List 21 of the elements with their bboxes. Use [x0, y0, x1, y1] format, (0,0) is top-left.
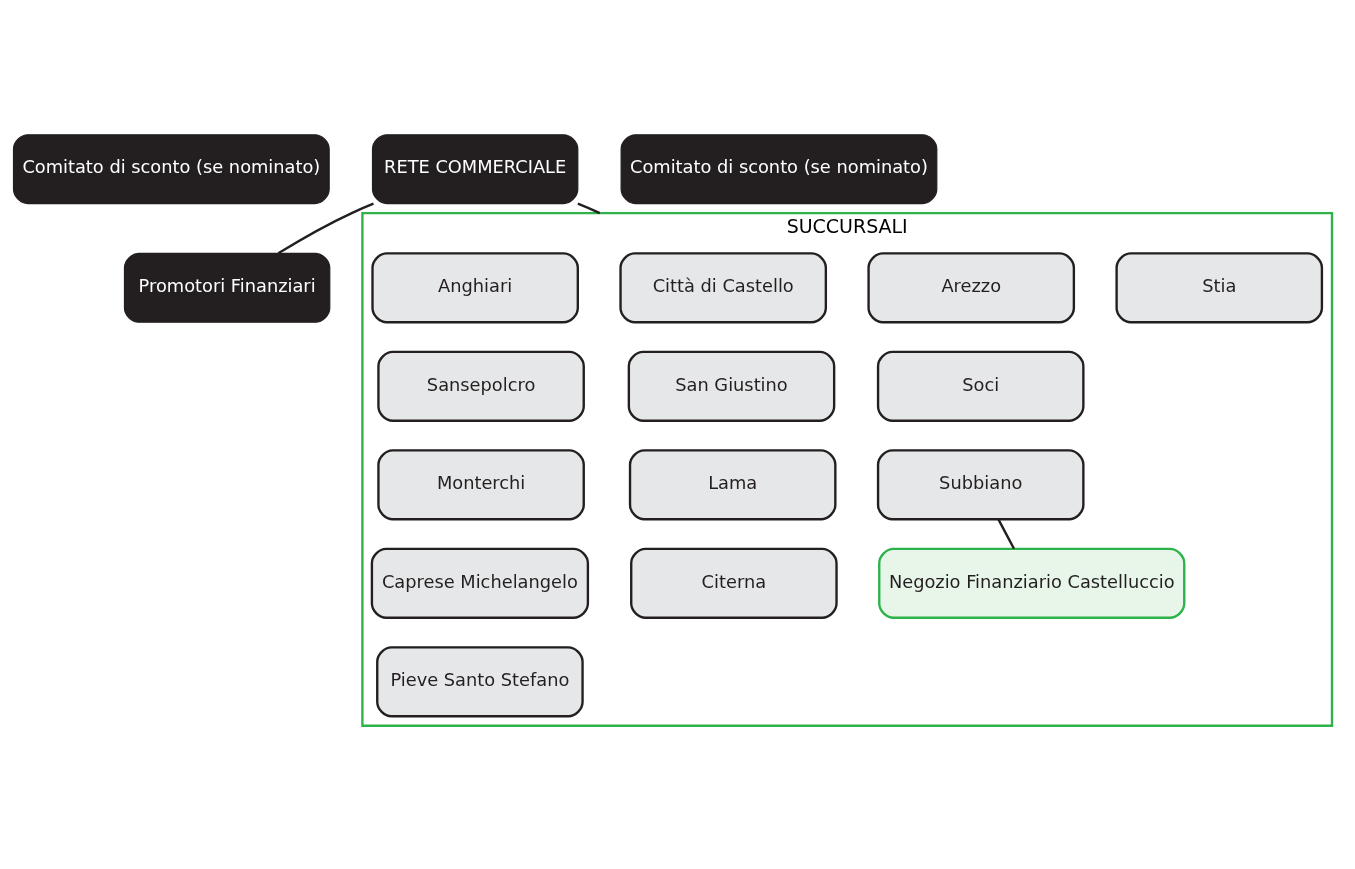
node-box: Citerna	[630, 547, 838, 619]
node-box: RETE COMMERCIALE	[371, 133, 579, 204]
node-box: Monterchi	[377, 448, 585, 520]
node-box: Stia	[1115, 251, 1324, 323]
node-box: Pieve Santo Stefano	[376, 645, 584, 717]
node-box: Comitato di sconto (se nominato)	[620, 133, 938, 204]
node-box: Sansepolcro	[377, 350, 585, 422]
node-box: Arezzo	[867, 251, 1076, 323]
connector	[997, 518, 1016, 549]
node-box: Lama	[628, 448, 837, 520]
node-box: Città di Castello	[619, 251, 828, 323]
connector	[277, 202, 374, 254]
node-box: Negozio Finanziario Castelluccio	[878, 547, 1186, 619]
node-box: Promotori Finanziari	[123, 252, 331, 323]
node-box: Comitato di sconto (se nominato)	[12, 133, 330, 204]
connector	[577, 202, 601, 214]
node-box: Anghiari	[371, 251, 579, 323]
node-box: Caprese Michelangelo	[370, 547, 590, 619]
node-box: San Giustino	[627, 350, 836, 422]
node-box: Subbiano	[876, 448, 1085, 520]
node-box: Soci	[876, 350, 1085, 422]
